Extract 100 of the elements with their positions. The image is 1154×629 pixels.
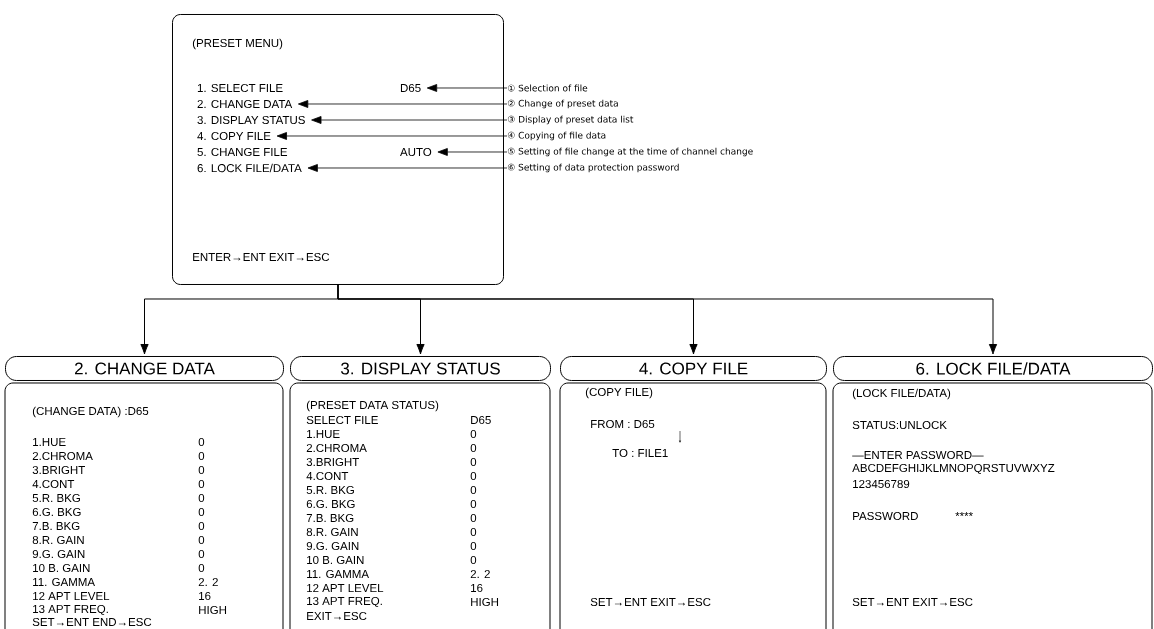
leader-line: [298, 100, 508, 108]
screen-text: ABCDEFGHIJKLMNOPQRSTUVWXYZ: [852, 463, 1055, 475]
screen-text: 5.R. BKG: [306, 485, 354, 495]
screen-text: —ENTER PASSWORD—: [852, 450, 984, 460]
menu-screen: [172, 14, 504, 285]
screen-text: D65: [471, 415, 491, 425]
menu-title: (PRESET MENU): [192, 38, 283, 50]
screen-text: 0: [470, 457, 477, 467]
screen-text: (COPY FILE): [585, 387, 653, 399]
screen-text: 2. 2: [198, 578, 218, 586]
screen-text: 16: [471, 583, 483, 593]
screen-text: 10 B. GAIN: [307, 555, 364, 565]
tab-banner: 6. LOCK FILE/DATA: [833, 356, 1153, 381]
callout-text: ④ Copying of file data: [507, 131, 606, 141]
screen-text: SET→ENT EXIT→ESC: [852, 597, 973, 607]
screen-text: 9.G. GAIN: [306, 541, 359, 551]
menu-item: 6. LOCK FILE/DATA: [197, 163, 302, 173]
screen-text: 8.R. GAIN: [306, 527, 358, 537]
callout-text: ⑥ Setting of data protection password: [507, 163, 679, 173]
screen-text: 0: [470, 443, 477, 453]
screen-text: 0: [198, 465, 205, 475]
callout-text: ② Change of preset data: [507, 99, 618, 109]
screen-text: 0: [198, 493, 205, 503]
menu-item: 2. CHANGE DATA: [197, 99, 293, 109]
screen-text: 6.G. BKG: [32, 507, 81, 517]
screen-text: 0: [470, 513, 477, 523]
screen-text: HIGH: [471, 597, 499, 607]
screen-text: 0: [198, 479, 205, 489]
screen-text: 0: [198, 549, 205, 559]
screen-text: (CHANGE DATA) :D65: [32, 406, 149, 418]
tab-banner: 3. DISPLAY STATUS: [290, 356, 551, 381]
leader-line: [307, 164, 508, 172]
screen-text: HIGH: [199, 605, 227, 615]
leader-line: [426, 84, 508, 92]
screen-text: 0: [198, 451, 205, 461]
screen-text: 12 APT LEVEL: [307, 584, 384, 592]
leader-line: [437, 148, 508, 156]
screen-panel: [559, 382, 827, 629]
screen-text: 13 APT FREQ.: [307, 596, 382, 608]
screen-text: 6.G. BKG: [306, 499, 355, 509]
screen-text: 0: [470, 485, 477, 495]
screen-panel: [289, 382, 551, 629]
screen-text: 0: [198, 563, 205, 573]
screen-text: 10 B. GAIN: [33, 563, 90, 573]
screen-text: SELECT FILE: [306, 415, 378, 425]
screen-text: 7.B. BKG: [306, 513, 354, 523]
screen-text: 0: [470, 555, 477, 565]
screen-text: 0: [198, 521, 205, 531]
screen-text: 0: [470, 541, 477, 551]
screen-text: FROM : D65: [591, 419, 655, 429]
screen-text: 9.G. GAIN: [32, 549, 85, 559]
screen-text: 11. GAMMA: [33, 577, 95, 587]
screen-text: 3.BRIGHT: [306, 457, 359, 467]
callout-text: ⑤ Setting of file change at the time of channel change: [507, 147, 753, 157]
screen-text: 5.R. BKG: [32, 493, 80, 503]
screen-text: PASSWORD: [853, 511, 918, 521]
screen-text: 0: [198, 507, 205, 517]
screen-text: 0: [198, 437, 205, 447]
screen-panel: [4, 382, 284, 629]
key-hint: ENTER→ENT EXIT→ESC: [193, 252, 330, 262]
screen-text: 8.R. GAIN: [32, 535, 84, 545]
menu-item: 5. CHANGE FILE AUTO: [197, 147, 432, 157]
screen-text: STATUS:UNLOCK: [852, 420, 947, 430]
screen-text: SET→ENT EXIT→ESC: [590, 597, 711, 607]
screen-text: 13 APT FREQ.: [33, 604, 108, 616]
screen-text: 2. 2: [470, 570, 490, 578]
screen-text: 4.CONT: [32, 479, 75, 489]
menu-item: 3. DISPLAY STATUS: [197, 115, 305, 125]
screen-panel: [832, 382, 1153, 629]
screen-text: 0: [198, 535, 205, 545]
screen-text: 12 APT LEVEL: [33, 592, 110, 600]
callout-text: ③ Display of preset data list: [507, 115, 634, 125]
leader-line: [311, 116, 508, 124]
screen-text: 2.CHROMA: [32, 451, 93, 461]
leader-line: [276, 132, 508, 140]
menu-item: 4. COPY FILE: [197, 131, 271, 141]
screen-text: (LOCK FILE/DATA): [852, 388, 951, 400]
screen-text: 1.HUE: [33, 438, 66, 446]
screen-text: 0: [470, 499, 477, 509]
screen-text: 1.HUE: [307, 430, 340, 438]
screen-text: 16: [199, 591, 211, 601]
screen-text: 7.B. BKG: [32, 521, 80, 531]
screen-text: 4.CONT: [306, 471, 349, 481]
screen-text: 0: [470, 471, 477, 481]
screen-text: TO : FILE1: [612, 448, 668, 458]
callout-text: ① Selection of file: [507, 84, 588, 92]
screen-text: 2.CHROMA: [306, 443, 367, 453]
screen-text: (PRESET DATA STATUS): [306, 400, 439, 412]
screen-text: ****: [955, 512, 973, 517]
screen-text: 3.BRIGHT: [32, 465, 85, 475]
menu-item: 1. SELECT FILE D65: [197, 83, 421, 93]
screen-text: 0: [470, 429, 477, 439]
arrow: [337, 284, 998, 355]
screen-text: EXIT→ESC: [307, 611, 367, 621]
tab-banner: 4. COPY FILE: [560, 356, 827, 381]
screen-text: 0: [470, 527, 477, 537]
tab-banner: 2. CHANGE DATA: [5, 356, 284, 381]
screen-text: 11. GAMMA: [307, 569, 369, 579]
screen-text: 123456789: [853, 479, 910, 489]
screen-text: SET→ENT END→ESC: [32, 617, 152, 627]
